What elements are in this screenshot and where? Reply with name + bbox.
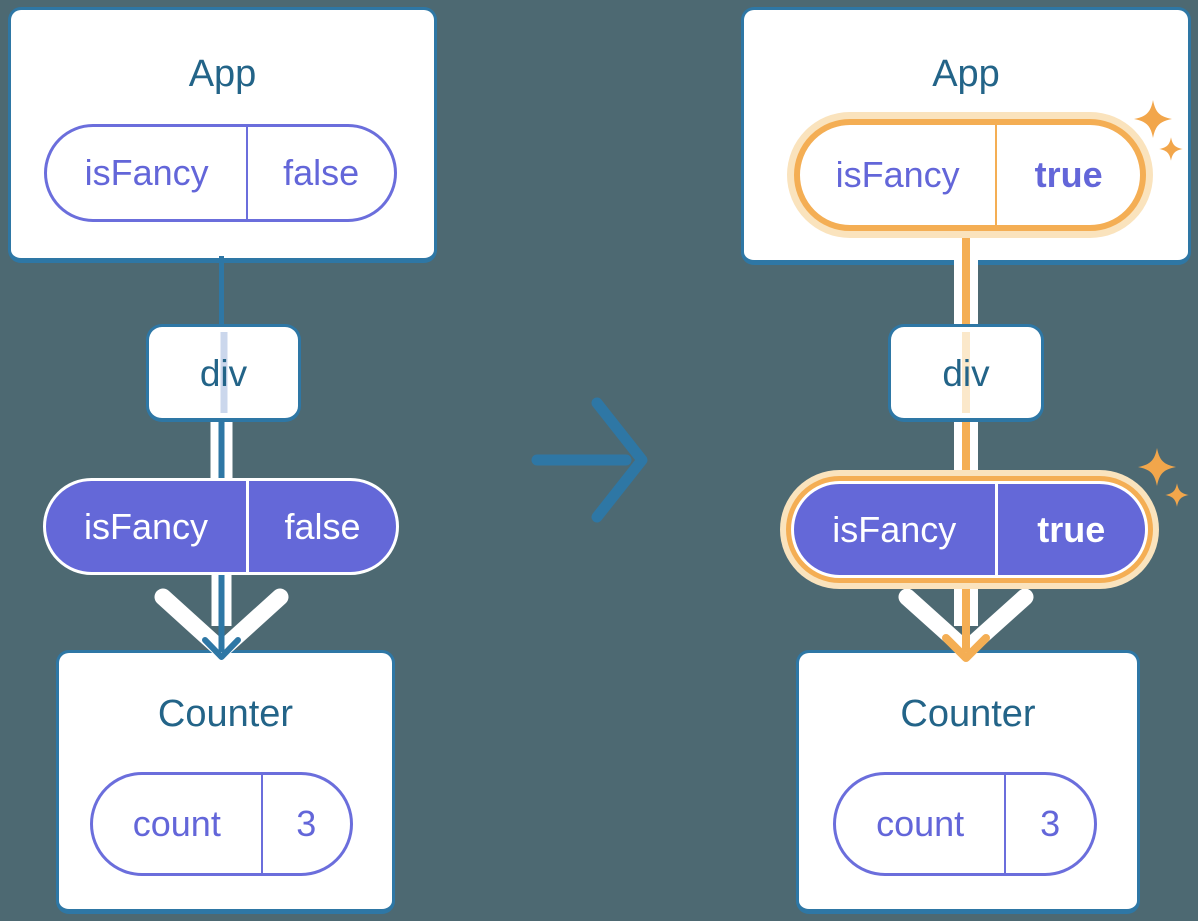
arrow-down-icon <box>154 588 289 659</box>
state-name: count <box>836 775 1007 873</box>
state-value: 3 <box>1040 803 1061 844</box>
node-label: div <box>199 353 248 394</box>
pass-through-stripe <box>220 332 227 413</box>
counter-state-pill: count 3 <box>833 772 1097 876</box>
div-node-card: div <box>146 324 301 422</box>
app-state-pill: isFancy false <box>44 124 397 222</box>
passed-prop-pill: isFancy false <box>43 478 399 575</box>
sparkle-icon <box>1165 483 1189 507</box>
arrow-down-icon <box>898 588 1034 659</box>
component-title: App <box>932 53 1000 95</box>
prop-value: true <box>1037 508 1106 550</box>
app-state-pill-highlighted: isFancy true <box>794 119 1146 231</box>
counter-state-pill: count 3 <box>90 772 353 876</box>
component-title: App <box>188 53 257 95</box>
state-value: true <box>1034 154 1103 195</box>
node-label: div <box>942 353 990 394</box>
div-node-card: div <box>888 324 1044 422</box>
state-name: count <box>93 775 263 873</box>
state-value: 3 <box>296 803 317 844</box>
component-title: Counter <box>157 693 294 735</box>
component-title: Counter <box>900 693 1036 735</box>
sparkle-icon <box>1138 448 1176 486</box>
prop-name: isFancy <box>794 484 998 575</box>
prop-value: false <box>284 505 361 547</box>
state-name: isFancy <box>800 125 998 225</box>
state-name: isFancy <box>47 127 249 219</box>
passed-prop-pill-highlighted: isFancy true <box>791 481 1148 578</box>
arrow-right-icon <box>531 397 648 523</box>
state-value: false <box>283 152 360 193</box>
prop-name: isFancy <box>46 481 249 572</box>
